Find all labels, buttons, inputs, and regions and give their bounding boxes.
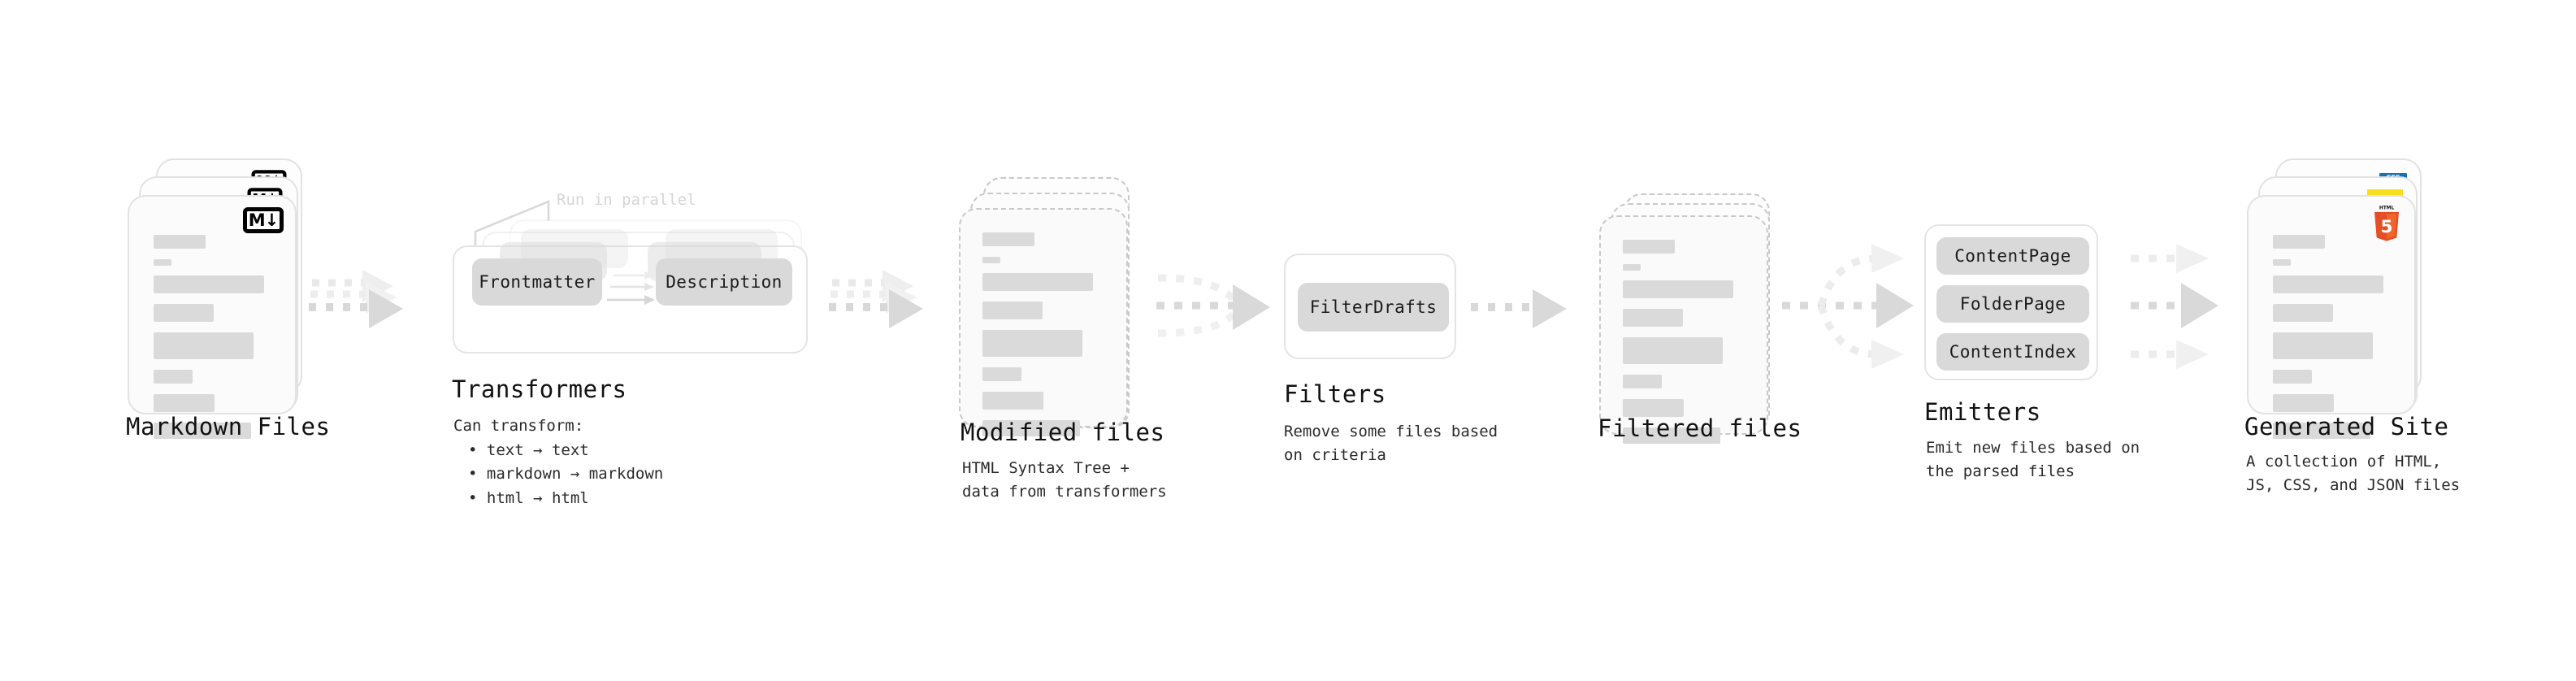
run-in-parallel-label: Run in parallel bbox=[557, 191, 696, 209]
file-card-front bbox=[959, 208, 1128, 436]
stage-title-emitters: Emitters bbox=[1924, 398, 2041, 426]
filters-group-box: FilterDrafts bbox=[1284, 254, 1456, 359]
filters-subtitle: Remove some files based on criteria bbox=[1284, 423, 1498, 464]
stage-title-markdown-files: Markdown Files bbox=[126, 413, 331, 440]
stage-title-transformers: Transformers bbox=[452, 375, 627, 403]
svg-text:5: 5 bbox=[2380, 217, 2392, 237]
generated-site-stack: CSS JS HTML 5 bbox=[2241, 158, 2444, 439]
modified-files-subtitle: HTML Syntax Tree + data from transformer… bbox=[962, 459, 1167, 501]
chip-frontmatter[interactable]: Frontmatter bbox=[472, 258, 602, 306]
file-content-lines bbox=[1623, 240, 1742, 454]
bullet-html: • html → html bbox=[468, 488, 589, 507]
modified-files-stack bbox=[959, 177, 1146, 437]
stage-title-modified-files: Modified files bbox=[961, 419, 1165, 446]
stage-title-filters: Filters bbox=[1284, 380, 1386, 408]
connector-transformers-to-modified bbox=[829, 270, 923, 328]
transformers-group: Run in parallel Frontmatter Description bbox=[443, 187, 825, 362]
file-content-lines bbox=[982, 232, 1102, 447]
emitters-group-box: ContentPage FolderPage ContentIndex bbox=[1924, 224, 2098, 380]
html5-icon: HTML 5 bbox=[2374, 206, 2399, 241]
chip-contentindex[interactable]: ContentIndex bbox=[1936, 333, 2089, 371]
connector-filtered-to-emitters-split bbox=[1782, 244, 1914, 369]
file-card-front bbox=[1599, 215, 1768, 444]
bullet-text: • text → text bbox=[468, 441, 589, 459]
connector-markdown-to-transformers bbox=[309, 270, 403, 328]
file-card-front: HTML 5 bbox=[2247, 195, 2416, 439]
filtered-files-stack bbox=[1599, 193, 1786, 453]
svg-text:HTML: HTML bbox=[2379, 206, 2395, 211]
emitters-subtitle: Emit new files based on the parsed files bbox=[1926, 439, 2140, 480]
markdown-files-stack: M↓ M↓ M↓ bbox=[122, 158, 309, 439]
connector-emitters-to-site bbox=[2131, 244, 2218, 369]
transformer-internal-arrows bbox=[607, 271, 655, 305]
stage-title-filtered-files: Filtered files bbox=[1598, 414, 1802, 442]
stage-title-generated-site: Generated Site bbox=[2244, 413, 2449, 440]
file-content-lines bbox=[2273, 235, 2390, 449]
generated-site-subtitle: A collection of HTML, JS, CSS, and JSON … bbox=[2246, 453, 2461, 494]
file-content-lines bbox=[154, 235, 271, 449]
connector-modified-to-filters-merge bbox=[1156, 274, 1270, 337]
chip-filterdrafts[interactable]: FilterDrafts bbox=[1298, 283, 1449, 332]
chip-folderpage[interactable]: FolderPage bbox=[1936, 285, 2089, 323]
markdown-icon: M↓ bbox=[243, 207, 284, 233]
connector-filters-to-filtered bbox=[1471, 289, 1567, 328]
chip-description[interactable]: Description bbox=[656, 258, 792, 306]
file-card-front: M↓ bbox=[128, 195, 297, 439]
chip-contentpage[interactable]: ContentPage bbox=[1936, 237, 2089, 275]
transformers-bullets: • text → text • markdown → markdown • ht… bbox=[455, 439, 663, 510]
transformers-subtitle: Can transform: bbox=[453, 417, 584, 435]
bullet-markdown: • markdown → markdown bbox=[468, 465, 664, 484]
